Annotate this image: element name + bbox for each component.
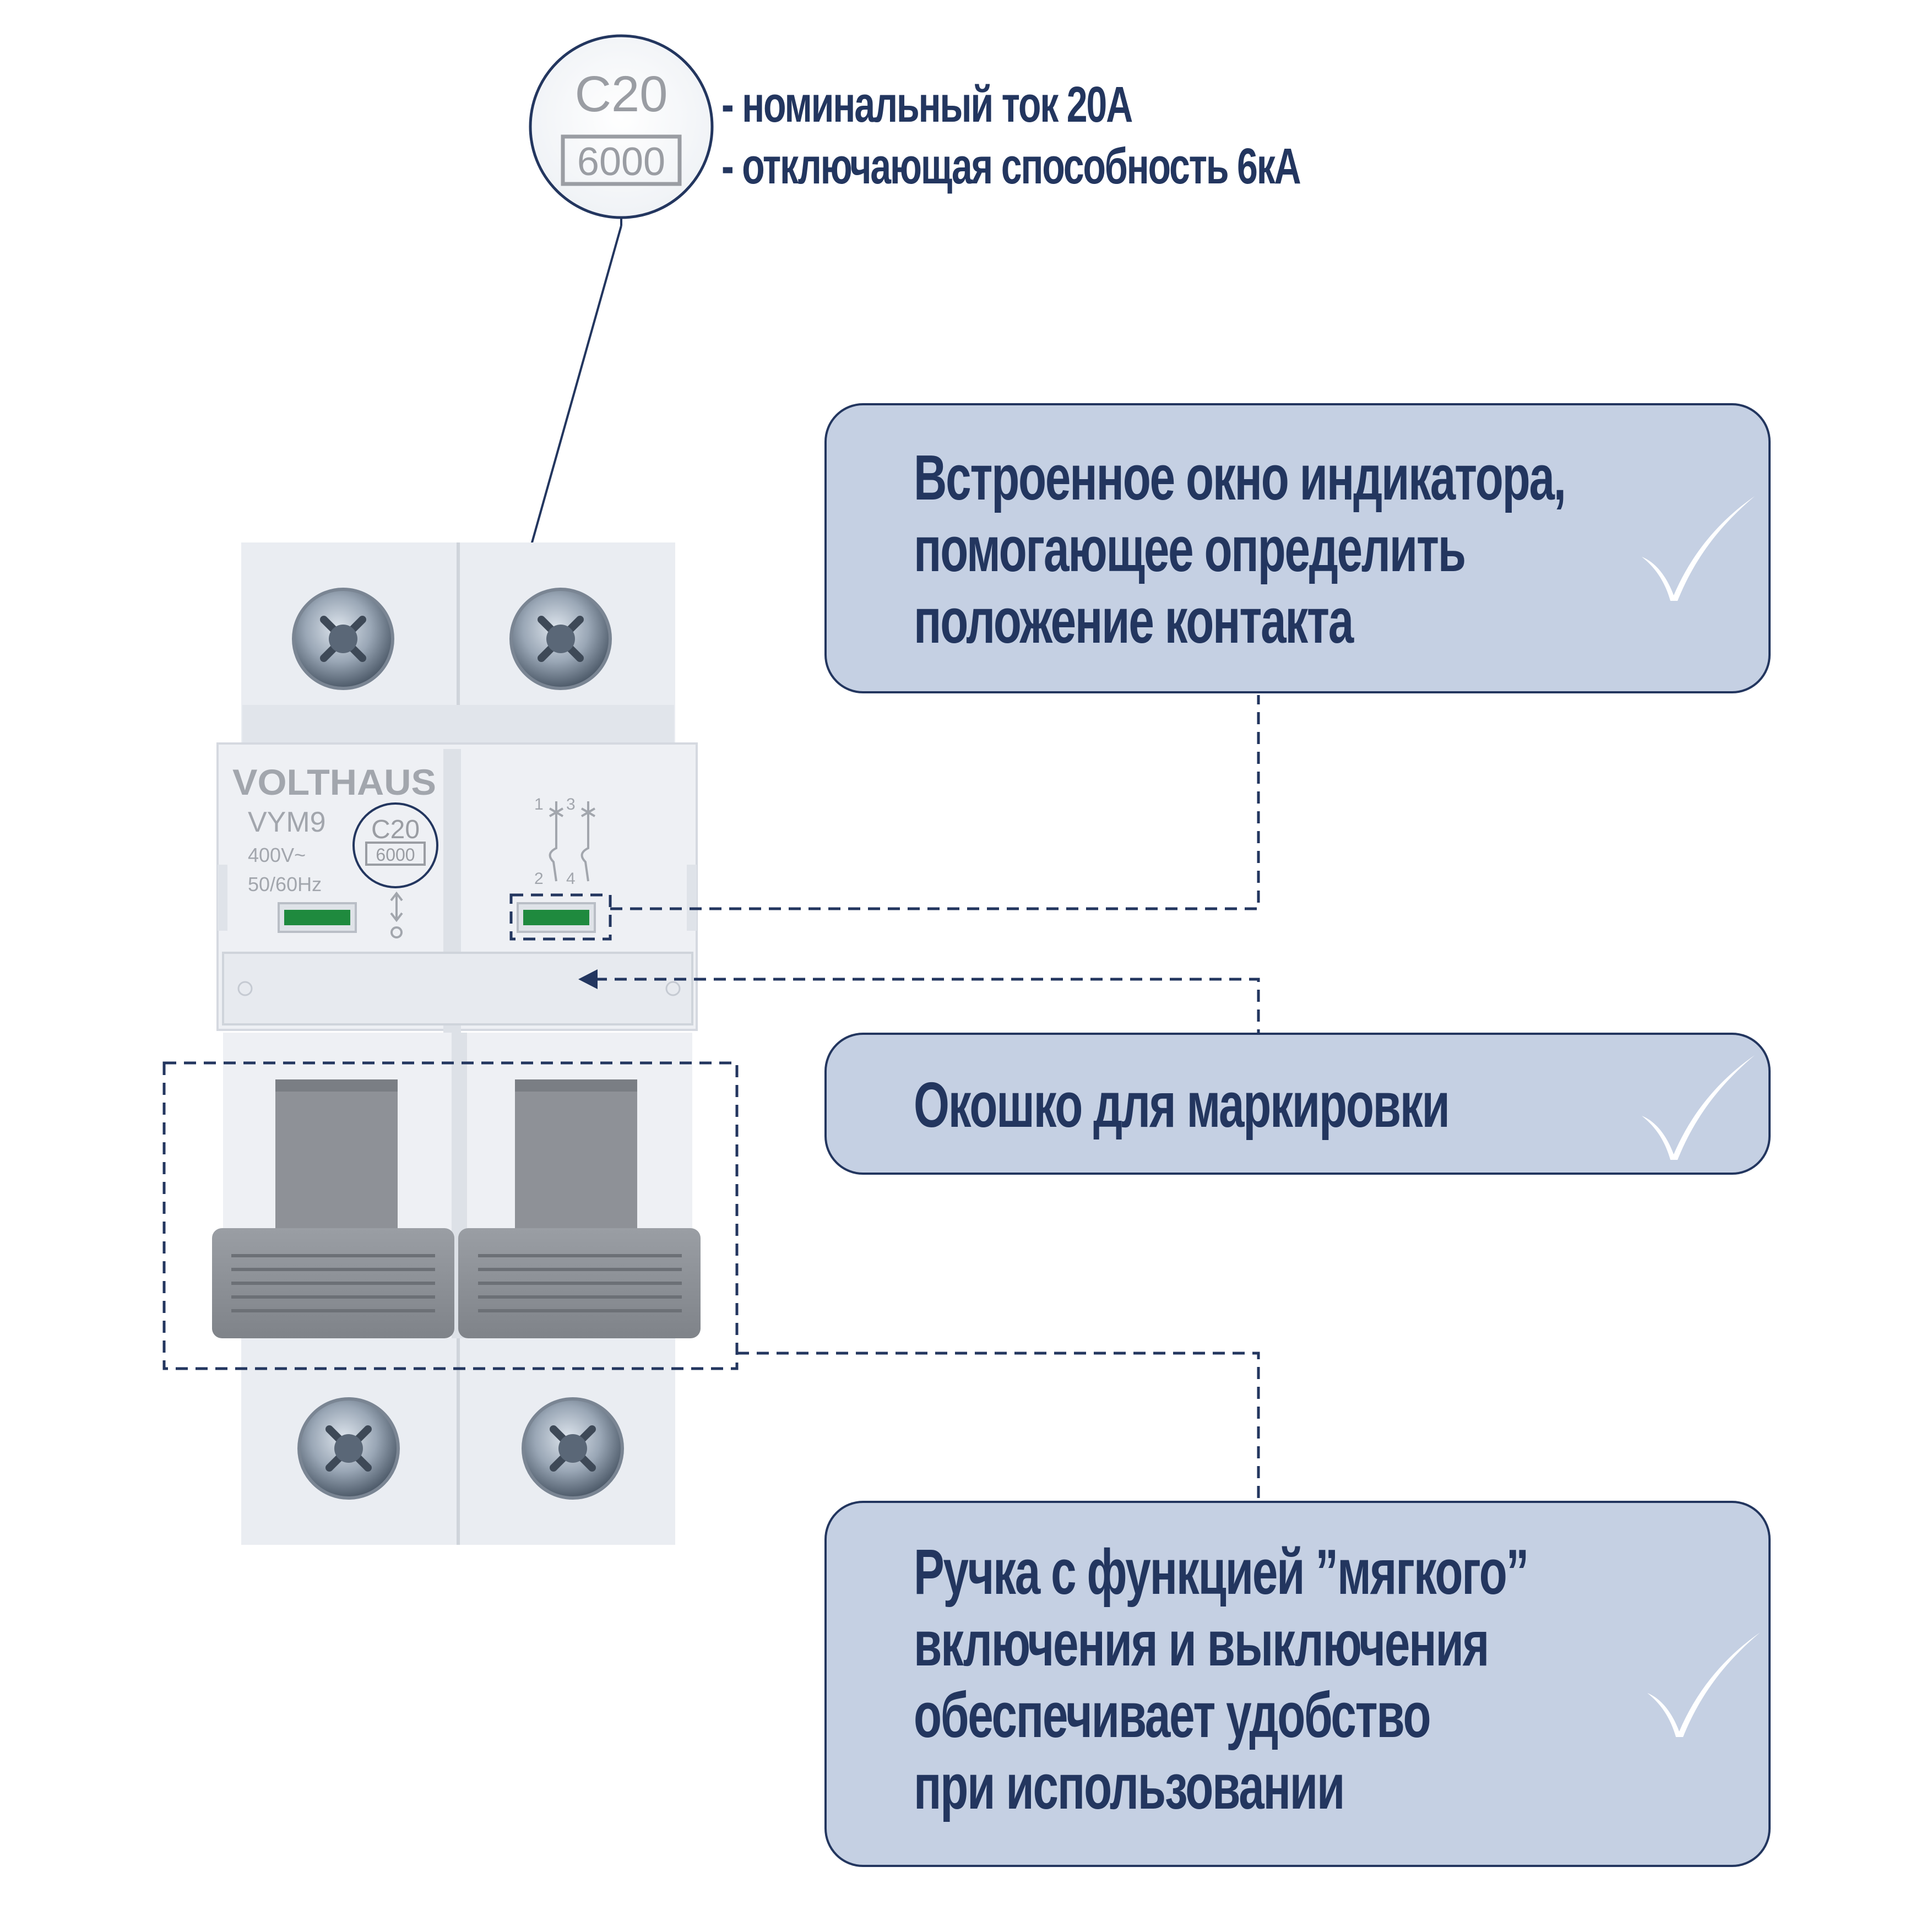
breaker-voltage: 400V~ bbox=[248, 844, 306, 866]
indicator-highlight-box bbox=[509, 893, 612, 941]
terminal-3: 3 bbox=[566, 795, 576, 813]
handle-highlight-box bbox=[162, 1061, 739, 1370]
handle-right-shaft bbox=[515, 1079, 637, 1245]
off-mark bbox=[390, 926, 403, 938]
feature-card-indicator: Встроенное окно индикатора, помогающее о… bbox=[824, 403, 1771, 693]
screw-bottom-right bbox=[522, 1397, 624, 1500]
brand-logo: VOLTHAUS bbox=[232, 762, 436, 802]
circuit-schematic bbox=[549, 801, 596, 882]
indicator-window-right bbox=[523, 910, 589, 925]
breaker-rating: C20 bbox=[371, 815, 420, 844]
breaker-rating-circle bbox=[352, 802, 438, 888]
spec-breaking-capacity: - отключающая способность 6кА bbox=[721, 138, 1301, 194]
spec-rated-current: - номинальный ток 20А bbox=[721, 77, 1133, 133]
terminal-4: 4 bbox=[566, 870, 576, 888]
badge-circle bbox=[529, 34, 714, 219]
feature-text-indicator: Встроенное окно индикатора, помогающее о… bbox=[914, 442, 1566, 656]
feature-card-marking: Окошко для маркировки bbox=[824, 1033, 1771, 1175]
feature-text-marking: Окошко для маркировки bbox=[914, 1069, 1450, 1141]
breaker-model: VYM9 bbox=[248, 806, 326, 838]
screw-bottom-left bbox=[297, 1397, 400, 1500]
check-icon bbox=[1642, 1055, 1755, 1160]
handle-left-shaft bbox=[275, 1079, 398, 1245]
screw-top-right bbox=[509, 588, 612, 690]
handle-connector bbox=[737, 1352, 1260, 1501]
check-icon bbox=[1647, 1632, 1760, 1737]
breaker-frequency: 50/60Hz bbox=[248, 873, 322, 896]
marking-window bbox=[222, 952, 693, 1025]
check-icon bbox=[1642, 496, 1755, 601]
marking-connector bbox=[595, 978, 1260, 1033]
callout-connectors bbox=[162, 695, 1260, 1501]
terminal-1: 1 bbox=[534, 795, 544, 813]
toggle-handle[interactable] bbox=[212, 1228, 701, 1338]
screw-top-left bbox=[292, 588, 394, 690]
rating-badge: C20 6000 bbox=[529, 34, 714, 219]
badge-capacity: 6000 bbox=[577, 140, 665, 184]
breaker-capacity: 6000 bbox=[376, 845, 415, 865]
terminal-2: 2 bbox=[534, 870, 544, 888]
indicator-window-left bbox=[284, 910, 350, 925]
badge-capacity-box bbox=[561, 134, 682, 186]
feature-card-handle: Ручка с функцией ”мягкого” включения и в… bbox=[824, 1501, 1771, 1867]
badge-rating: C20 bbox=[575, 66, 668, 122]
feature-text-handle: Ручка с функцией ”мягкого” включения и в… bbox=[914, 1536, 1529, 1822]
indicator-connector bbox=[610, 695, 1260, 910]
arrow-left-icon bbox=[578, 969, 598, 989]
circuit-breaker: VOLTHAUS VYM9 400V~ 50/60Hz C20 6000 1 3… bbox=[212, 542, 701, 1545]
